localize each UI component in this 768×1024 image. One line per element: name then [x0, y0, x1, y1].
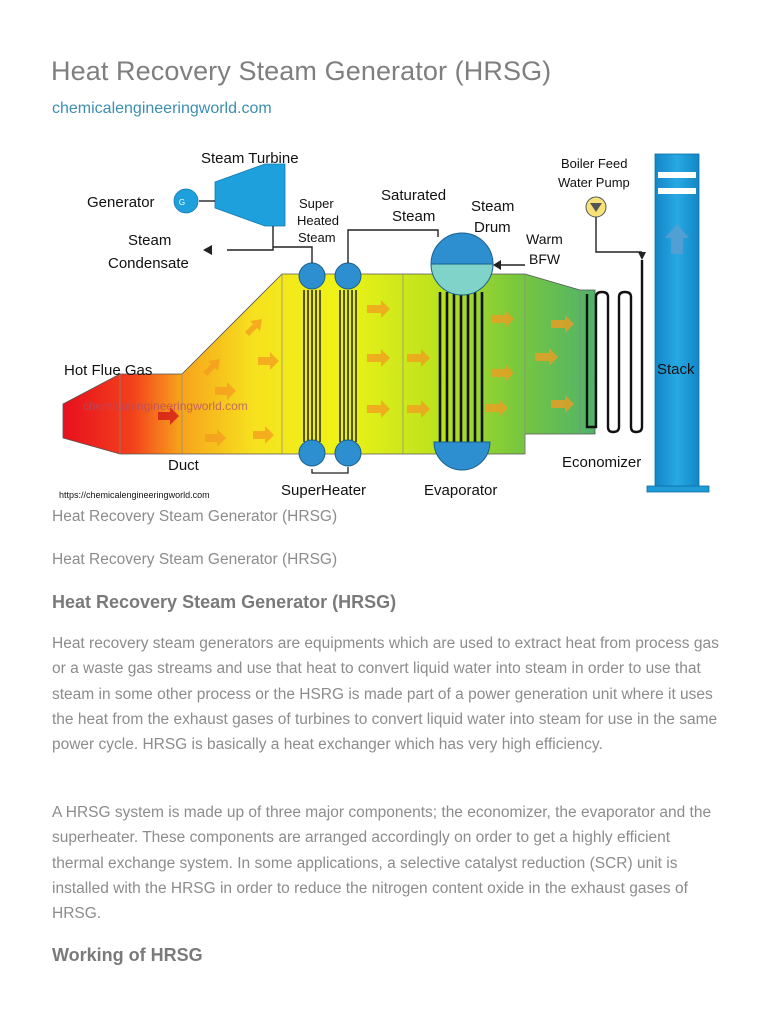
- figure-caption: Heat Recovery Steam Generator (HRSG): [52, 551, 338, 568]
- label-duct: Duct: [168, 457, 200, 474]
- stack: [646, 153, 710, 493]
- section-dividers: [119, 274, 581, 454]
- label-hot-flue-gas: Hot Flue Gas: [64, 362, 152, 379]
- label-stack: Stack: [657, 361, 695, 378]
- hrsg-diagram-svg: Steam Turbine Generator G Steam Condensa…: [59, 150, 710, 500]
- superheater-header: [298, 262, 326, 290]
- piping: [227, 226, 642, 266]
- economizer: [585, 260, 644, 434]
- label-boiler-feed: Boiler Feed: [561, 156, 627, 171]
- superheater-header: [334, 439, 362, 467]
- generator-symbol: [173, 188, 199, 214]
- stack-flow-arrow: [665, 224, 689, 254]
- paragraph: A HRSG system is made up of three major …: [52, 804, 712, 923]
- diagram-labels: Steam Turbine Generator G Steam Condensa…: [59, 150, 695, 500]
- boiler-feed-pump: [585, 196, 607, 238]
- label-water-pump: Water Pump: [558, 175, 630, 190]
- pipe-arrowheads: [203, 245, 646, 270]
- label-saturated-steam: Steam: [392, 208, 435, 225]
- paragraph: Heat recovery steam generators are equip…: [52, 635, 719, 754]
- label-heated-steam: Steam: [298, 230, 336, 245]
- label-saturated: Saturated: [381, 187, 446, 204]
- hrsg-diagram: Steam Turbine Generator G Steam Condensa…: [55, 142, 715, 504]
- steam-drum-top: [431, 233, 493, 264]
- flow-arrows: [158, 300, 574, 447]
- label-economizer: Economizer: [562, 454, 641, 471]
- mud-drum: [433, 441, 491, 471]
- label-steam-turbine: Steam Turbine: [201, 150, 299, 167]
- figure-url: https://chemicalengineeringworld.com: [59, 490, 210, 500]
- steam-turbine: [214, 163, 286, 227]
- section-heading: Working of HRSG: [52, 945, 203, 965]
- label-heated: Heated: [297, 213, 339, 228]
- figure-caption: Heat Recovery Steam Generator (HRSG): [52, 508, 338, 525]
- label-generator: Generator: [87, 194, 155, 211]
- superheater-tubes: [303, 290, 357, 442]
- turbine-generator: [173, 163, 286, 227]
- evaporator: [430, 232, 494, 471]
- evaporator-tubes: [438, 292, 484, 442]
- label-super: Super: [299, 196, 334, 211]
- label-superheater: SuperHeater: [281, 482, 366, 499]
- label-generator-symbol: G: [179, 198, 185, 207]
- label-steam-drum-2: Drum: [474, 219, 511, 236]
- label-condensate: Condensate: [108, 255, 189, 272]
- label-steam: Steam: [128, 232, 171, 249]
- label-evaporator: Evaporator: [424, 482, 497, 499]
- watermark-text: chemicalengineeringworld.com: [83, 399, 248, 413]
- section-heading: Heat Recovery Steam Generator (HRSG): [52, 592, 397, 612]
- steam-drum-water: [431, 264, 493, 295]
- label-bfw: BFW: [529, 251, 561, 267]
- label-steam-drum-1: Steam: [471, 198, 514, 215]
- label-warm: Warm: [526, 231, 563, 247]
- superheater-header: [334, 262, 362, 290]
- superheater-header: [298, 439, 326, 467]
- source-link[interactable]: chemicalengineeringworld.com: [52, 100, 272, 117]
- page-title: Heat Recovery Steam Generator (HRSG): [51, 56, 552, 86]
